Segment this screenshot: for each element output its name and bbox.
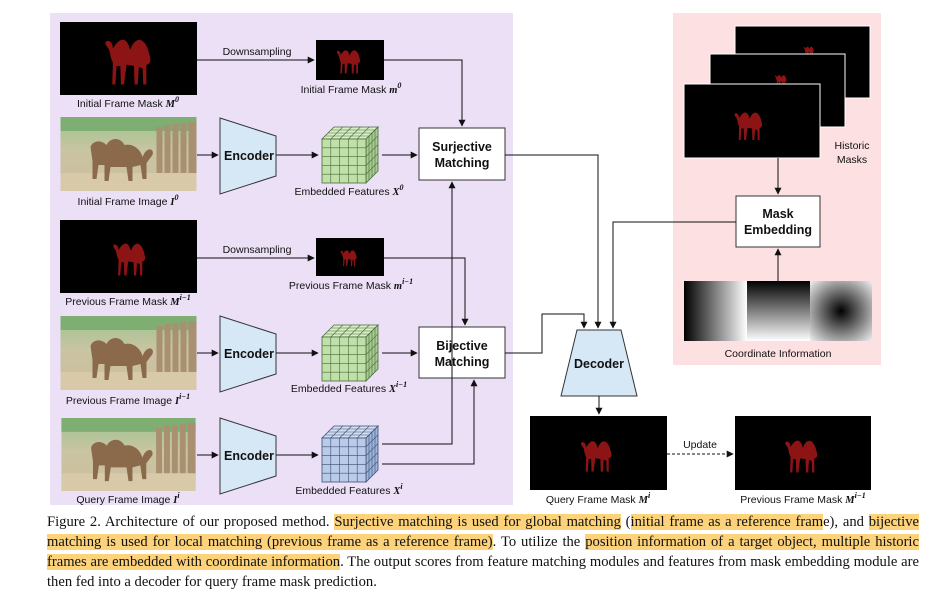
query-frame-mask-label: Query Frame Mask Mi — [546, 491, 651, 505]
encoder-block-1 — [219, 117, 277, 195]
bijective-label-line2: Matching — [435, 355, 490, 369]
decoder-block — [560, 329, 638, 397]
mask-embedding-label-line2: Embedding — [744, 223, 812, 237]
query-to-bijective-arrow — [382, 379, 478, 465]
previous-frame-mask-image — [60, 220, 197, 293]
initial-frame-image — [60, 117, 197, 191]
embedding-to-decoder-arrow — [609, 221, 736, 329]
encoder-label-3: Encoder — [224, 449, 274, 463]
query-frame-mask-image — [530, 416, 667, 490]
previous-small-mask-label: Previous Frame Mask mi−1 — [289, 277, 413, 292]
surjective-to-decoder-arrow — [505, 154, 602, 329]
downsampling-label-2: Downsampling — [223, 244, 292, 256]
previous-small-mask-image — [316, 238, 384, 276]
downsampling-label-1: Downsampling — [223, 46, 292, 58]
update-label: Update — [683, 439, 717, 451]
previous-frame-mask-label: Previous Frame Mask Mi−1 — [65, 293, 190, 308]
surjective-matching-box — [418, 127, 506, 181]
decoder-label: Decoder — [574, 357, 624, 371]
query-frame-image — [61, 418, 196, 491]
coordinate-gradient-icon — [684, 281, 872, 341]
embedded-features-label-3: Embedded Features Xi — [295, 482, 403, 497]
encoder-label-1: Encoder — [224, 149, 274, 163]
embedded-features-label-2: Embedded Features Xi−1 — [291, 380, 407, 395]
initial-frame-mask-image — [60, 22, 197, 95]
initial-frame-mask-label: Initial Frame Mask M0 — [77, 95, 179, 110]
query-to-surjective-arrow — [382, 181, 456, 445]
previous-frame-image-label: Previous Frame Image Ii−1 — [66, 392, 190, 407]
coordinate-information-label: Coordinate Information — [725, 348, 832, 360]
caption-text: ( — [620, 514, 631, 530]
small-mask-to-surjective-arrow — [384, 59, 466, 127]
surjective-label-line1: Surjective — [432, 140, 492, 154]
initial-frame-image-label: Initial Frame Image I0 — [78, 193, 179, 208]
encoder-block-2 — [219, 315, 277, 393]
caption-text: e), and — [823, 514, 869, 530]
caption-text: . The output scores from feature matchin… — [47, 554, 919, 590]
initial-small-mask-image — [316, 40, 384, 80]
architecture-diagram: Initial Frame Mask M0 Downsampling Initi… — [50, 13, 881, 505]
surjective-label-line2: Matching — [435, 156, 490, 170]
initial-small-mask-label: Initial Frame Mask m0 — [301, 81, 402, 96]
mask-embedding-label-line1: Mask — [762, 207, 793, 221]
caption-highlight-initial-frame: initial frame as a reference fram — [630, 514, 824, 530]
mask-embedding-box — [735, 195, 821, 248]
bijective-matching-box — [418, 326, 506, 379]
previous-frame-image — [60, 316, 197, 390]
output-previous-mask-label: Previous Frame Mask Mi−1 — [740, 491, 865, 505]
historic-label-line2: Masks — [837, 154, 867, 166]
encoder-block-3 — [219, 417, 277, 495]
encoder-label-2: Encoder — [224, 347, 274, 361]
query-frame-image-label: Query Frame Image Ii — [76, 491, 180, 505]
caption-text: . To utilize the — [492, 534, 586, 550]
caption-highlight-surjective: Surjective matching is used for global m… — [334, 514, 621, 530]
small-mask-to-bijective-arrow — [384, 257, 469, 326]
caption-intro: Figure 2. Architecture of our proposed m… — [47, 514, 335, 530]
feature-cube-icon — [321, 324, 379, 382]
embedded-features-label-1: Embedded Features X0 — [294, 183, 403, 198]
bijective-label-line1: Bijective — [436, 339, 487, 353]
historic-masks-stack — [683, 25, 871, 159]
bijective-to-decoder-arrow — [505, 313, 588, 354]
feature-cube-icon — [321, 425, 379, 483]
figure-caption: Figure 2. Architecture of our proposed m… — [47, 512, 919, 592]
output-previous-mask-image — [735, 416, 871, 490]
feature-cube-icon — [321, 126, 379, 184]
historic-label-line1: Historic — [834, 140, 869, 152]
